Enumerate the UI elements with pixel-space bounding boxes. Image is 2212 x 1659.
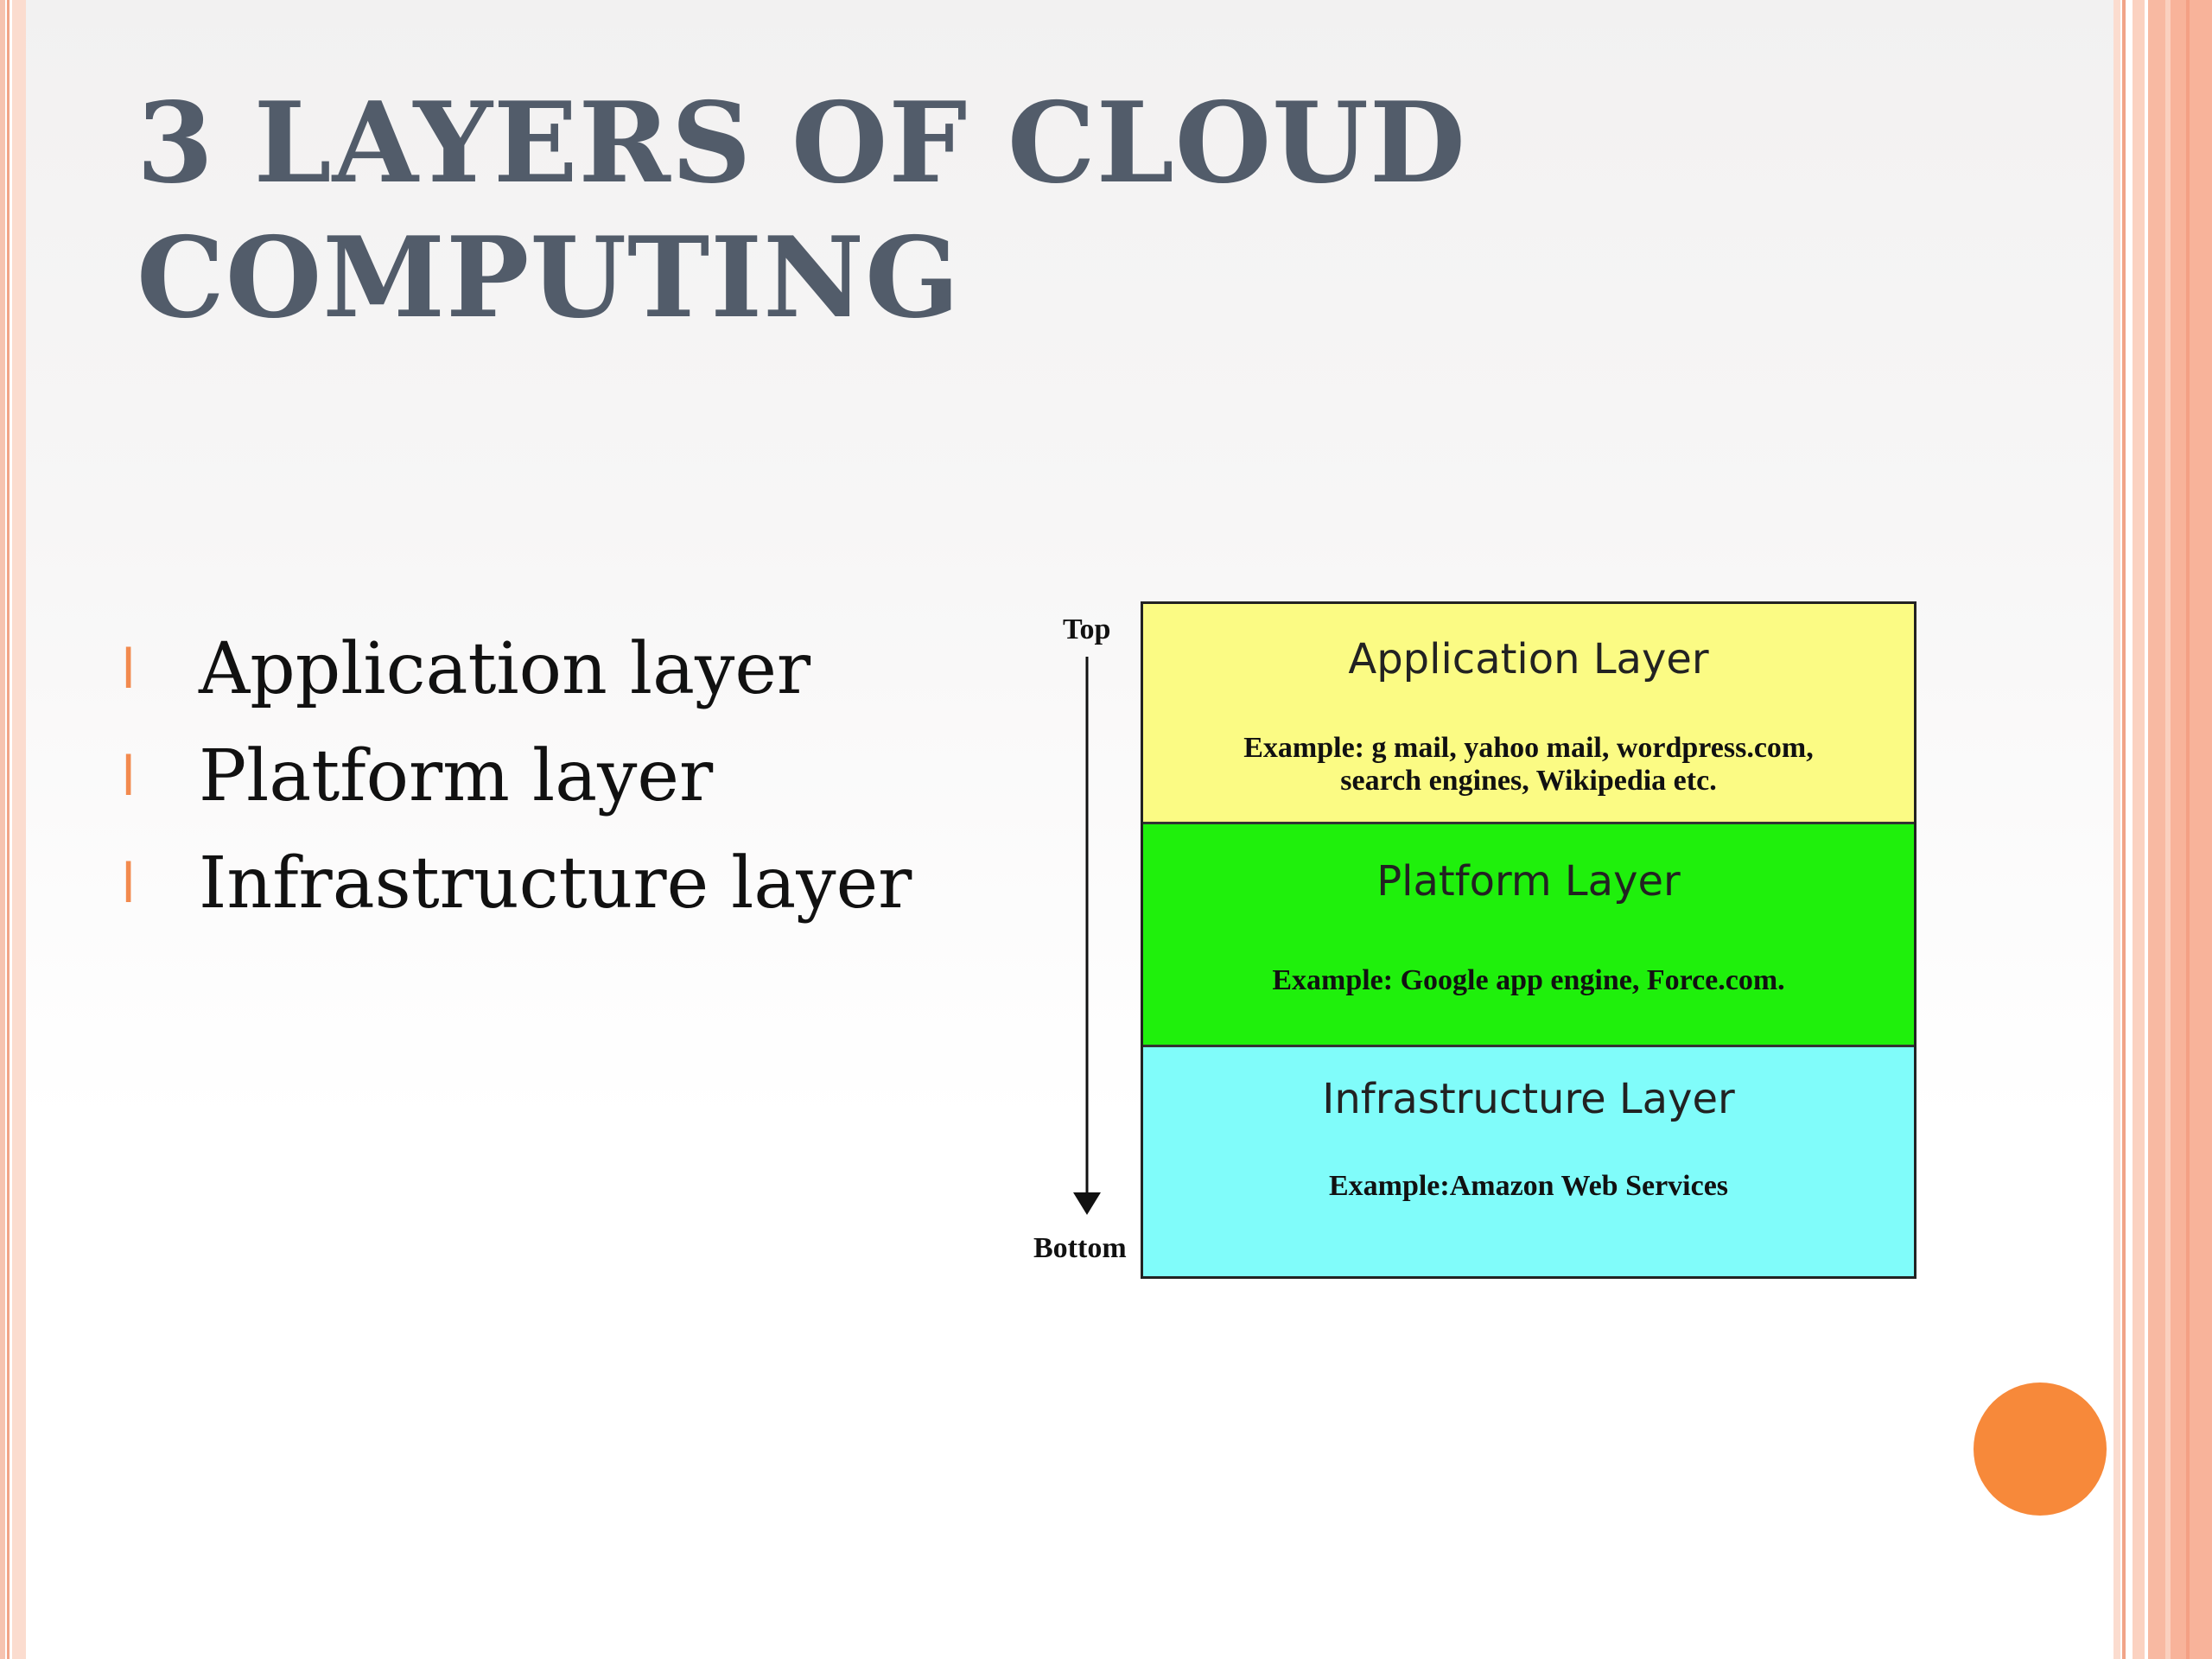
bullet-marker-icon: l [121, 851, 137, 915]
right-border-band [2133, 0, 2145, 1659]
bullet-text: Infrastructure layer [199, 842, 912, 925]
platform-layer-box: Platform Layer Example: Google app engin… [1143, 822, 1914, 1045]
right-border-band [2171, 0, 2212, 1659]
top-to-bottom-arrow-icon [1073, 657, 1101, 1215]
bullet-marker-icon: l [121, 637, 137, 701]
layer-example: Example: g mail, yahoo mail, wordpress.c… [1143, 732, 1914, 798]
application-layer-box: Application Layer Example: g mail, yahoo… [1143, 604, 1914, 822]
axis-bottom-label: Bottom [1033, 1232, 1127, 1264]
layer-example: Example:Amazon Web Services [1328, 1170, 1729, 1202]
right-border-line [2186, 0, 2190, 1659]
cloud-layers-diagram: Top Bottom Application Layer Example: g … [1028, 596, 1918, 1287]
bullet-text: Application layer [199, 627, 811, 710]
layer-example-line: Example: g mail, yahoo mail, wordpress.c… [1243, 732, 1814, 764]
right-border-line [2122, 0, 2126, 1659]
layer-name: Infrastructure Layer [1322, 1075, 1735, 1123]
left-border-line [7, 0, 10, 1659]
bullet-text: Platform layer [199, 734, 714, 817]
layer-name: Platform Layer [1376, 857, 1681, 906]
layer-example-line: search engines, Wikipedia etc. [1340, 765, 1717, 797]
bullet-list: l Application layer l Platform layer l I… [121, 615, 912, 937]
left-border-stripe [0, 0, 5, 1659]
right-border-band [2165, 0, 2171, 1659]
right-border-band [2148, 0, 2165, 1659]
bullet-marker-icon: l [121, 744, 137, 808]
layer-name: Application Layer [1348, 635, 1709, 683]
layer-example: Example: Google app engine, Force.com. [1272, 964, 1785, 996]
right-border-band [2113, 0, 2120, 1659]
bullet-item: l Platform layer [121, 722, 912, 830]
axis-top-label: Top [1063, 613, 1111, 645]
bullet-item: l Application layer [121, 615, 912, 722]
slide-title: 3 LAYERS OF CLOUD COMPUTING [137, 79, 1466, 343]
accent-circle [1974, 1382, 2107, 1516]
bullet-item: l Infrastructure layer [121, 830, 912, 937]
layer-stack: Application Layer Example: g mail, yahoo… [1141, 601, 1916, 1279]
left-border-band [12, 0, 26, 1659]
infrastructure-layer-box: Infrastructure Layer Example:Amazon Web … [1143, 1045, 1914, 1276]
